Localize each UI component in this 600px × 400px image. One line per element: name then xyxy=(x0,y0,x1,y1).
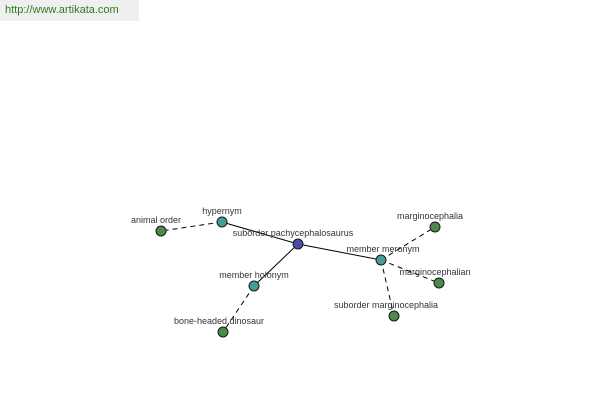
node-label-member-holonym[interactable]: member holonym xyxy=(219,270,289,280)
node-suborder-marginocephalia[interactable] xyxy=(388,310,400,322)
node-marginocephalia[interactable] xyxy=(429,221,441,233)
site-url-link[interactable]: http://www.artikata.com xyxy=(5,4,119,16)
node-marginocephalian[interactable] xyxy=(433,277,445,289)
node-bone-headed-dinosaur[interactable] xyxy=(217,326,229,338)
url-bar: http://www.artikata.com xyxy=(0,0,139,21)
node-label-member-meronym[interactable]: member meronym xyxy=(346,244,419,254)
edges-layer xyxy=(160,221,440,333)
edge-hypernym-to-animal-order xyxy=(160,221,223,232)
node-hypernym[interactable] xyxy=(216,216,228,228)
node-member-holonym[interactable] xyxy=(248,280,260,292)
node-label-center[interactable]: suborder pachycephalosaurus xyxy=(233,228,354,238)
node-label-suborder-marginocephalia[interactable]: suborder marginocephalia xyxy=(334,300,438,310)
node-center[interactable] xyxy=(292,238,304,250)
edge-center-to-member-holonym xyxy=(253,243,299,287)
node-label-marginocephalia[interactable]: marginocephalia xyxy=(397,211,463,221)
node-label-bone-headed-dinosaur[interactable]: bone-headed dinosaur xyxy=(174,316,264,326)
nodes-layer xyxy=(155,216,445,338)
node-label-marginocephalian[interactable]: marginocephalian xyxy=(399,267,470,277)
edge-member-meronym-to-marginocephalia xyxy=(380,226,436,261)
edge-center-to-hypernym xyxy=(221,221,299,245)
node-label-hypernym[interactable]: hypernym xyxy=(202,206,242,216)
edge-member-holonym-to-bone-headed-dinosaur xyxy=(222,285,255,333)
edge-member-meronym-to-suborder-marginocephalia xyxy=(380,259,395,317)
edge-member-meronym-to-marginocephalian xyxy=(380,259,440,284)
node-label-animal-order[interactable]: animal order xyxy=(131,215,181,225)
labels-layer: suborder pachycephalosaurus hypernym membe… xyxy=(131,206,471,326)
node-member-meronym[interactable] xyxy=(375,254,387,266)
node-animal-order[interactable] xyxy=(155,225,167,237)
edge-center-to-member-meronym xyxy=(297,243,382,261)
